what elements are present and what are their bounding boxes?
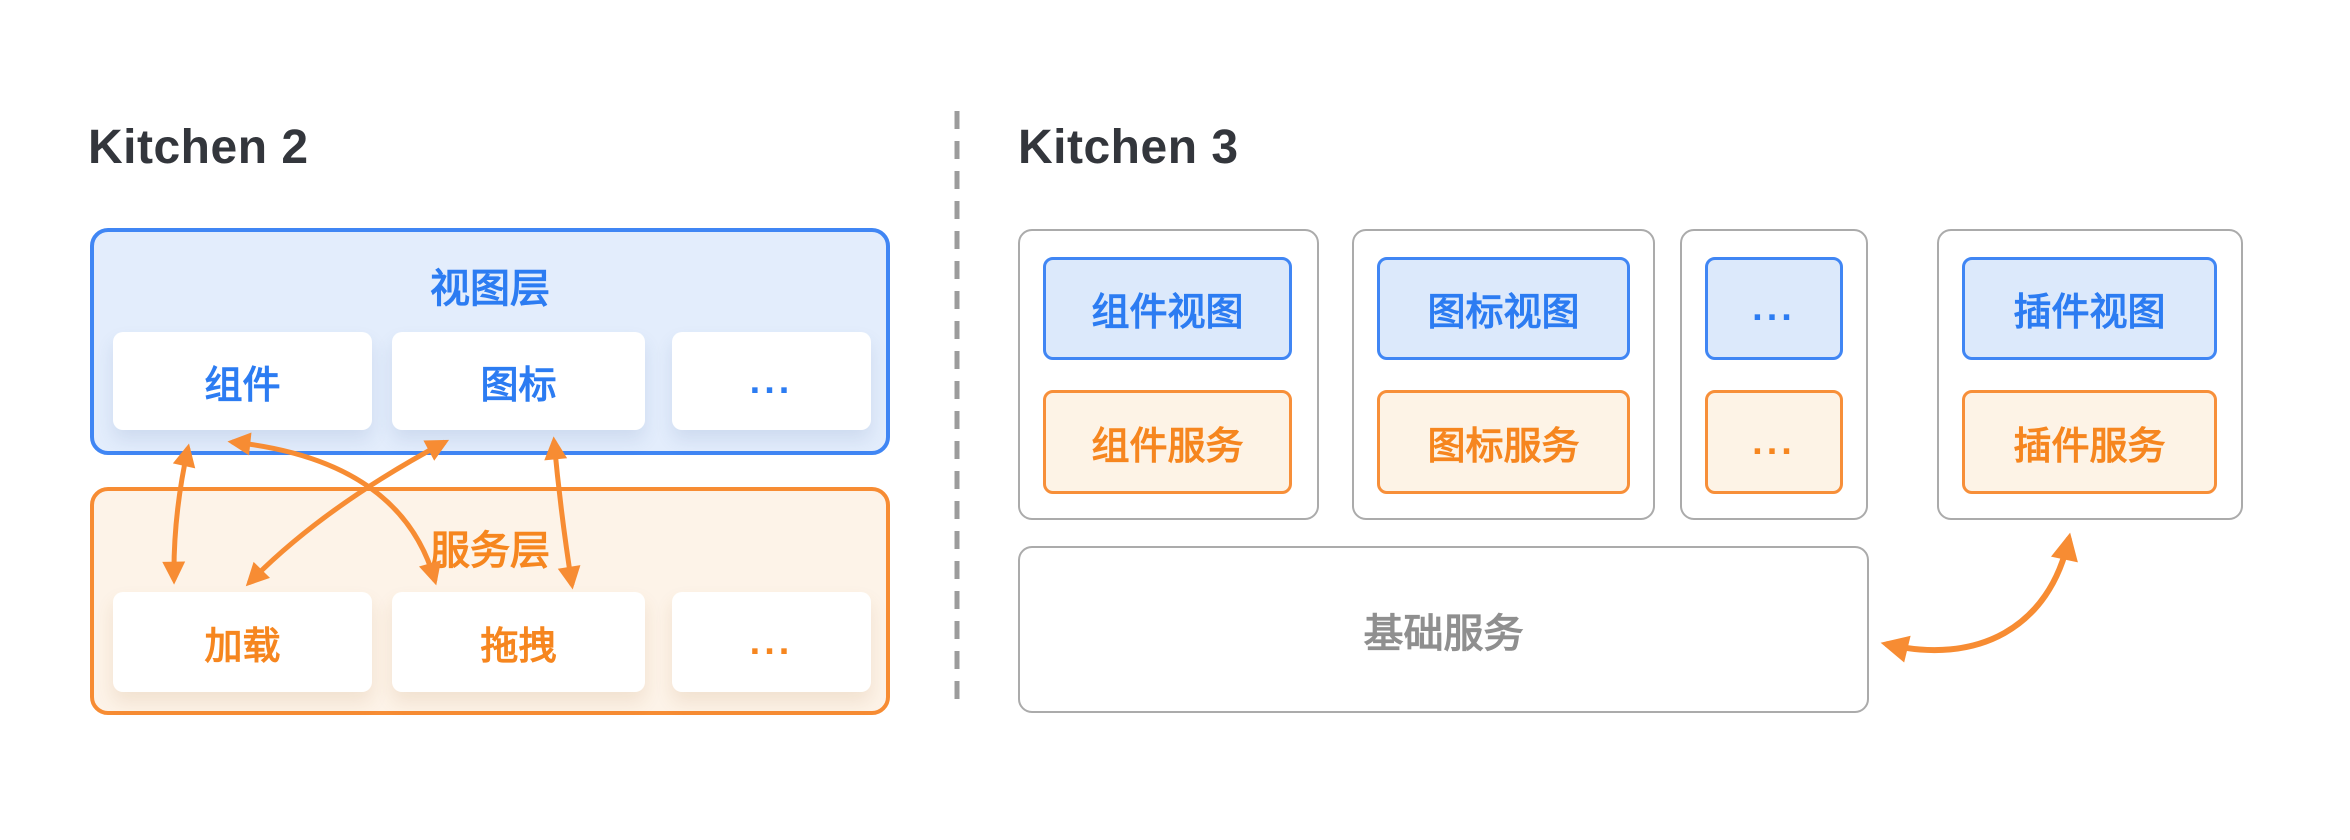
service-item-drag: 拖拽 — [392, 592, 645, 692]
view-item-component: 组件 — [113, 332, 372, 430]
base-service-label: 基础服务 — [1363, 611, 1524, 656]
base-service-box: 基础服务 — [1018, 546, 1869, 713]
service-item-load: 加载 — [113, 592, 372, 692]
kitchen3-title: Kitchen 3 — [1018, 121, 1239, 174]
component-view-box: 组件视图 — [1043, 257, 1292, 360]
plugin-view-box: 插件视图 — [1962, 257, 2217, 360]
view-item-ellipsis: ... — [672, 332, 871, 430]
icon-service-box: 图标服务 — [1377, 390, 1630, 494]
component-service-box: 组件服务 — [1043, 390, 1292, 494]
service-layer-label: 服务层 — [430, 529, 550, 573]
icon-view-box: 图标视图 — [1377, 257, 1630, 360]
view-layer-label: 视图层 — [430, 267, 550, 311]
service-item-ellipsis: ... — [672, 592, 871, 692]
ellipsis-service-box: ... — [1705, 390, 1843, 494]
ellipsis-view-box: ... — [1705, 257, 1843, 360]
arrow-plugin-base-service — [1880, 532, 2078, 663]
view-item-icon: 图标 — [392, 332, 645, 430]
kitchen2-title: Kitchen 2 — [88, 121, 309, 174]
plugin-service-box: 插件服务 — [1962, 390, 2217, 494]
